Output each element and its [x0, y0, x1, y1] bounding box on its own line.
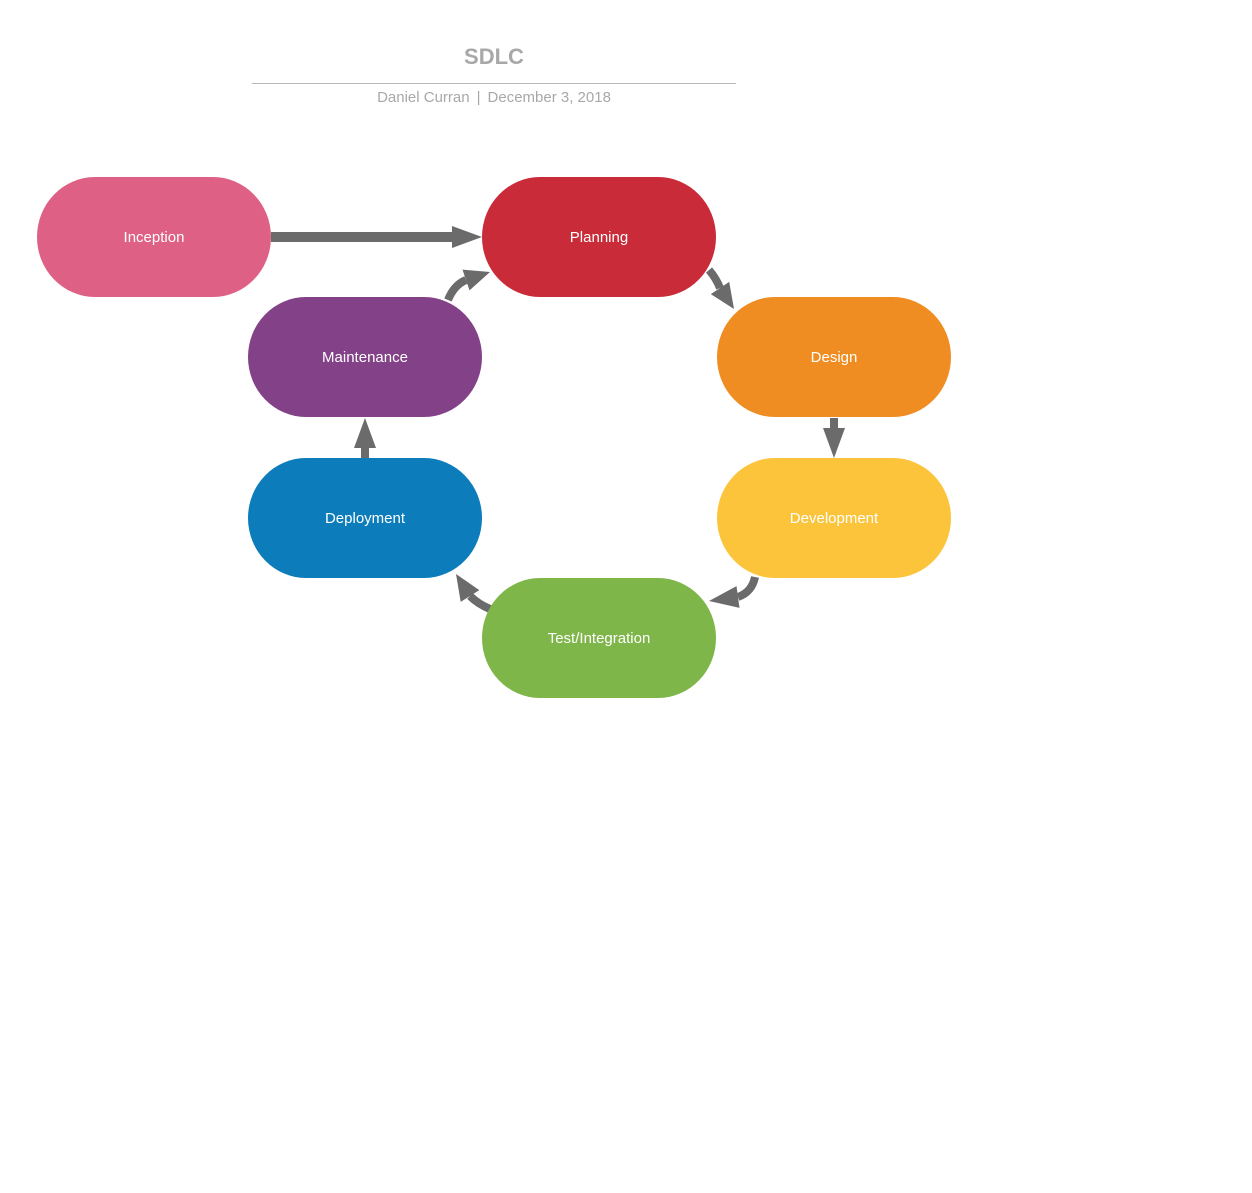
node-shape[interactable] — [248, 458, 482, 578]
node-shape[interactable] — [717, 297, 951, 417]
arrowhead-icon — [823, 428, 845, 458]
connector-line — [705, 267, 724, 290]
connector-maintenance-to-planning — [444, 269, 490, 302]
connector-design-to-development — [823, 418, 845, 458]
node-planning[interactable]: Planning — [482, 177, 716, 297]
arrowhead-icon — [709, 586, 740, 608]
node-development[interactable]: Development — [717, 458, 951, 578]
connector-layer — [271, 226, 845, 613]
node-label: Planning — [570, 229, 628, 246]
node-layer: Inception PlanningDesignDevelopmentTest/I… — [37, 177, 951, 698]
arrowhead-icon — [710, 281, 734, 309]
node-design[interactable]: Design — [717, 297, 951, 417]
diagram-subtitle: Daniel Curran | December 3, 2018 — [252, 89, 736, 107]
diagram-header: SDLC Daniel Curran | December 3, 2018 — [252, 40, 736, 107]
author-name: Daniel Curran — [377, 89, 470, 106]
node-label: Maintenance — [322, 349, 408, 366]
node-shape[interactable] — [37, 177, 271, 297]
node-test-integration[interactable]: Test/Integration — [482, 578, 716, 698]
connector-line — [467, 593, 492, 613]
node-shape[interactable] — [717, 458, 951, 578]
node-shape[interactable] — [482, 177, 716, 297]
connector-planning-to-design — [705, 267, 734, 309]
node-label: Test/Integration — [548, 630, 651, 647]
node-shape[interactable] — [248, 297, 482, 417]
connector-development-to-test-integration — [709, 576, 759, 608]
diagram-date: December 3, 2018 — [487, 89, 611, 106]
node-inception[interactable]: Inception — [37, 177, 271, 297]
node-label: Design — [811, 349, 858, 366]
node-label: Inception — [124, 229, 185, 246]
title-divider — [252, 83, 736, 84]
connector-line — [444, 276, 468, 302]
diagram-title: SDLC — [464, 44, 524, 69]
node-label: Deployment — [325, 510, 406, 527]
arrowhead-icon — [452, 226, 482, 248]
arrowhead-icon — [354, 418, 376, 448]
node-shape[interactable] — [482, 578, 716, 698]
connector-line — [736, 576, 759, 601]
connector-inception-to-planning — [271, 226, 482, 248]
node-label: Development — [790, 510, 879, 527]
connector-test-integration-to-deployment — [456, 574, 492, 613]
node-maintenance[interactable]: Maintenance — [248, 297, 482, 417]
subtitle-separator: | — [476, 89, 481, 106]
connector-deployment-to-maintenance — [354, 418, 376, 458]
node-deployment[interactable]: Deployment — [248, 458, 482, 578]
arrowhead-icon — [456, 574, 480, 602]
arrowhead-icon — [462, 269, 490, 291]
